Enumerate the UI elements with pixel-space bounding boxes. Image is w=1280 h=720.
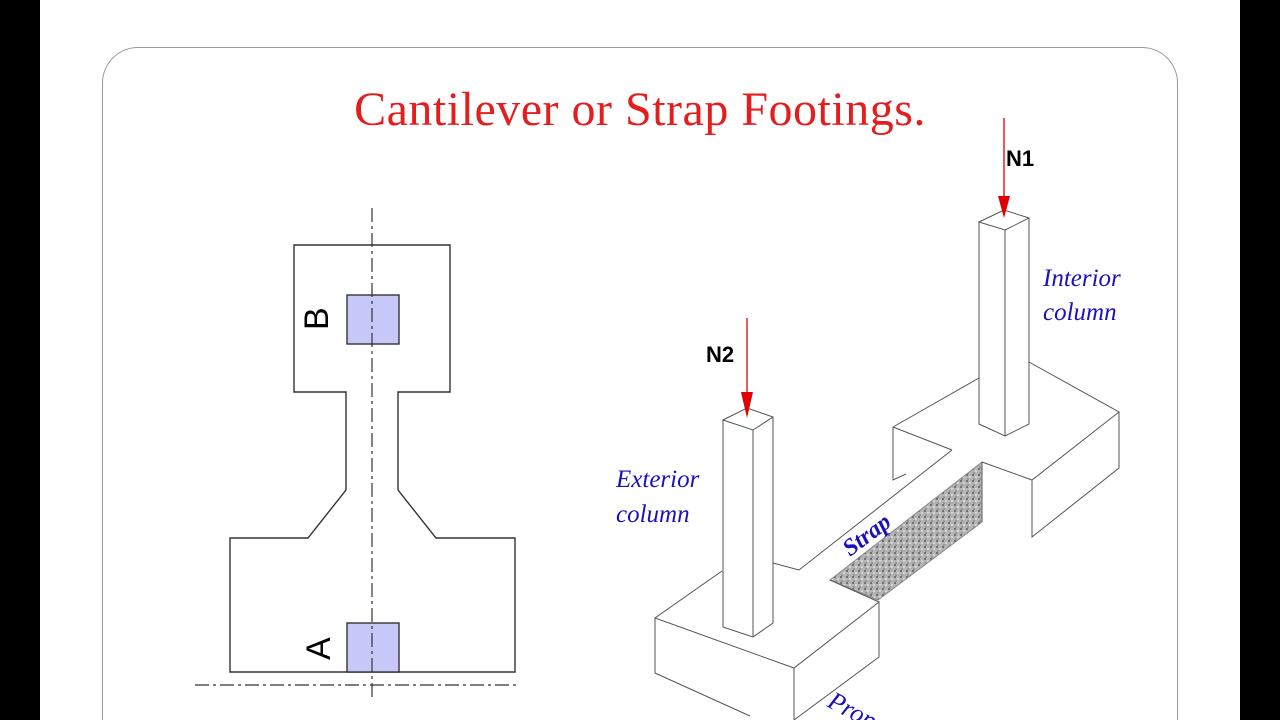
column-b (346, 294, 400, 345)
exterior-column-label-1: Exterior (615, 466, 700, 493)
property-line-label: Prop (822, 685, 882, 720)
interior-column-label-1: Interior (1042, 265, 1121, 292)
footing-outline (229, 244, 516, 673)
strap-footing-figure: B A N1 N2 Interior column Exterior colum… (195, 118, 1121, 720)
load-n2-label: N2 (706, 342, 734, 367)
slide: Cantilever or Strap Footings. B A (40, 0, 1240, 720)
label-a: A (300, 637, 338, 660)
exterior-column-label-2: column (616, 501, 690, 528)
interior-column (977, 209, 1031, 437)
load-arrow-n2 (741, 318, 753, 418)
exterior-footing (653, 449, 953, 720)
slide-title: Cantilever or Strap Footings. (354, 83, 926, 136)
load-arrow-n1 (998, 118, 1010, 218)
slide-frame (102, 47, 1178, 720)
interior-footing (892, 361, 1120, 539)
column-a (346, 622, 400, 673)
exterior-column (721, 407, 775, 638)
isometric-view (653, 209, 1120, 720)
plan-view (195, 208, 517, 697)
load-n1-label: N1 (1006, 146, 1034, 171)
interior-column-label-2: column (1043, 299, 1117, 326)
label-b: B (298, 307, 336, 330)
